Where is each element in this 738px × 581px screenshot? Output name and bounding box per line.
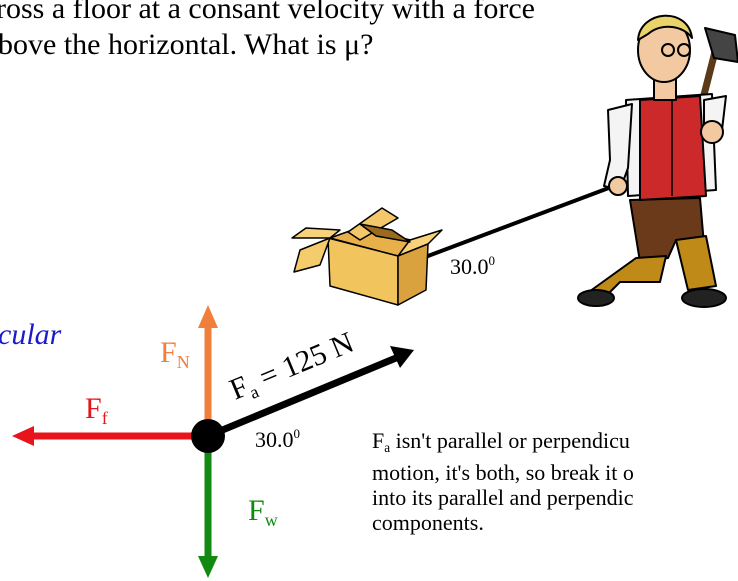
normal-force-label: FN: [160, 336, 190, 372]
perpendicular-label: cular: [0, 318, 62, 351]
normal-force-arrowhead: [198, 305, 218, 328]
question-line-2: bove the horizontal. What is μ?: [0, 28, 374, 61]
friction-arrowhead: [12, 426, 34, 446]
weight-arrowhead: [198, 556, 218, 578]
applied-force-label: Fa = 125 N: [225, 326, 360, 409]
question-line-1: ross a floor at a consant velocity with …: [0, 0, 535, 25]
man-with-axe-illustration: [577, 14, 738, 308]
note-line-3: into its parallel and perpendic: [372, 484, 634, 510]
fbd-angle-label: 30.00: [255, 426, 300, 452]
applied-force-arrow: [206, 354, 398, 440]
cardboard-box: [291, 207, 443, 306]
friction-force-label: Ff: [85, 392, 108, 428]
object-point: [191, 419, 225, 453]
rope-angle-label: 30.00: [450, 253, 495, 279]
applied-force-arrowhead: [390, 346, 414, 368]
note-line-2: motion, it's both, so break it o: [372, 459, 634, 485]
explanation-note: Fa isn't parallel or perpendicu motion, …: [372, 428, 634, 535]
rope: [411, 181, 623, 264]
note-line-1: Fa isn't parallel or perpendicu: [372, 428, 630, 455]
weight-force-label: Fw: [248, 494, 278, 530]
note-line-4: components.: [372, 509, 484, 535]
